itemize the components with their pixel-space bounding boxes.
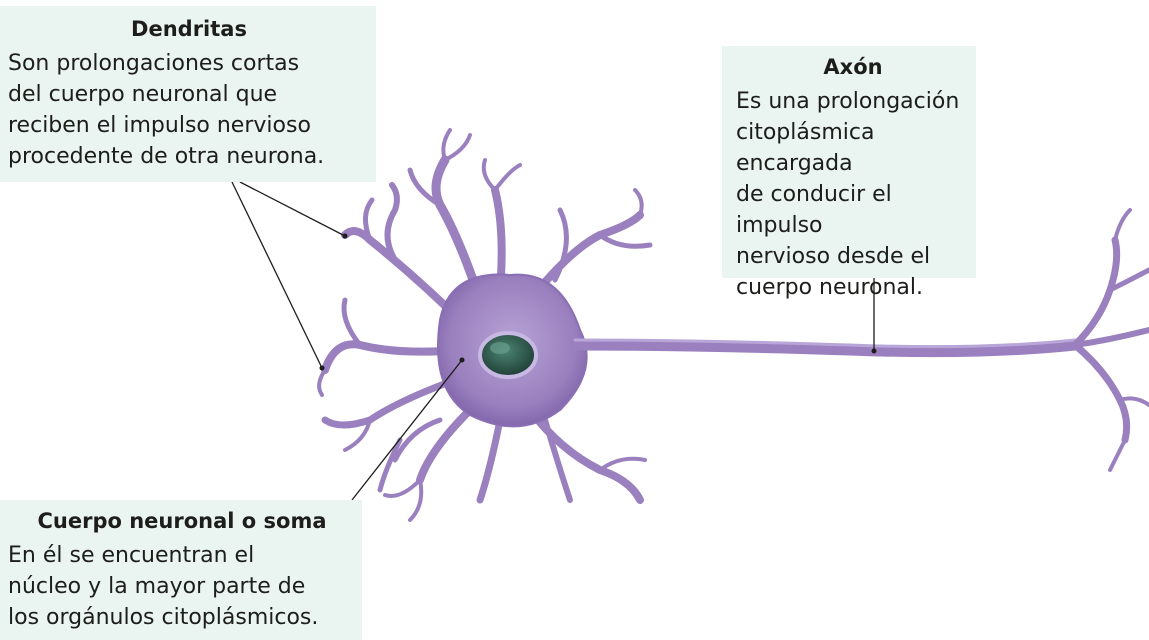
- dendritas-label: Dendritas Son prolongaciones cortas del …: [0, 6, 376, 182]
- dendritas-title: Dendritas: [131, 17, 247, 41]
- soma-label: Cuerpo neuronal o soma En él se encuentr…: [0, 500, 362, 640]
- leader-line-dendritas-2: [231, 181, 323, 369]
- axon: [569, 339, 1081, 358]
- axon-terminals: [1071, 208, 1149, 472]
- dendritas-description: Son prolongaciones cortas del cuerpo neu…: [8, 51, 325, 169]
- leader-dots: [319, 233, 877, 371]
- nucleus: [478, 331, 538, 379]
- axon-description: Es una prolongación citoplásmica encarga…: [736, 89, 960, 300]
- axon-title: Axón: [823, 55, 883, 79]
- soma-title: Cuerpo neuronal o soma: [37, 509, 327, 533]
- axon-label: Axón Es una prolongación citoplásmica en…: [722, 46, 976, 300]
- leader-lines: [231, 181, 875, 501]
- leader-line-dendritas-1: [239, 181, 346, 237]
- leader-line-soma: [351, 359, 463, 501]
- soma-description: En él se encuentran el núcleo y la mayor…: [8, 543, 319, 630]
- dendrites: [317, 128, 653, 522]
